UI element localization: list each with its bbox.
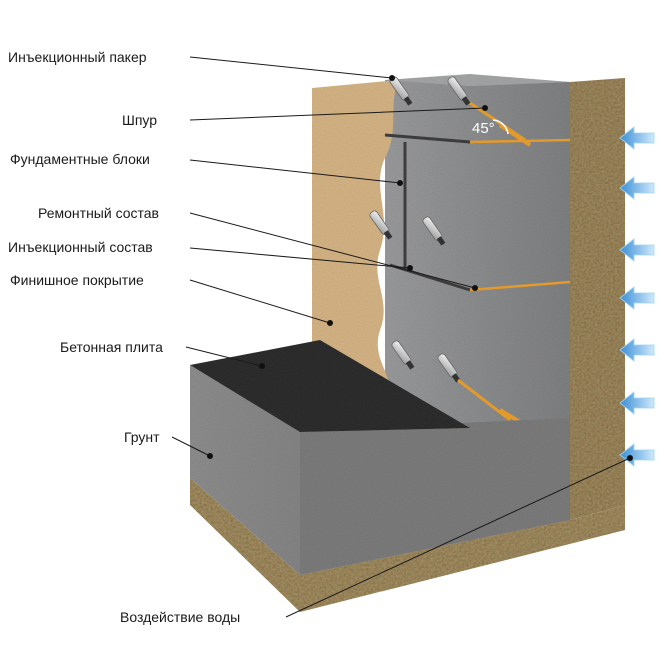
packer	[422, 216, 446, 246]
angle-label: 45°	[472, 120, 495, 137]
soil-layer	[190, 78, 625, 612]
borehole-line	[457, 378, 511, 422]
arrow-left-icon	[619, 286, 655, 310]
packer	[447, 76, 471, 106]
arrow-left-icon	[619, 443, 655, 467]
label-borehole: Шпур	[122, 112, 158, 128]
label-repair-compound: Ремонтный состав	[38, 205, 159, 221]
label-concrete-slab: Бетонная плита	[60, 339, 163, 355]
packer	[369, 210, 393, 240]
label-soil: Грунт	[124, 429, 160, 445]
label-water-impact: Воздействие воды	[120, 609, 241, 625]
arrow-left-icon	[619, 238, 655, 262]
label-foundation-blocks: Фундаментные блоки	[10, 151, 150, 167]
concrete-slab-block	[190, 340, 570, 575]
packer	[391, 340, 415, 370]
angle-arc	[492, 119, 509, 135]
arrow-left-icon	[619, 126, 655, 150]
foundation-wall	[385, 74, 570, 428]
label-injection-packer: Инъекционный пакер	[8, 49, 147, 65]
arrow-left-icon	[619, 338, 655, 362]
finish-coating-layer	[312, 80, 398, 388]
arrow-left-icon	[619, 176, 655, 200]
label-finish-coating: Финишное покрытие	[10, 272, 144, 288]
leader-dots	[207, 75, 633, 461]
arrow-left-icon	[619, 391, 655, 415]
label-injection-compound: Инъекционный состав	[8, 239, 153, 255]
leader-lines	[171, 56, 631, 618]
water-arrows	[619, 126, 655, 467]
